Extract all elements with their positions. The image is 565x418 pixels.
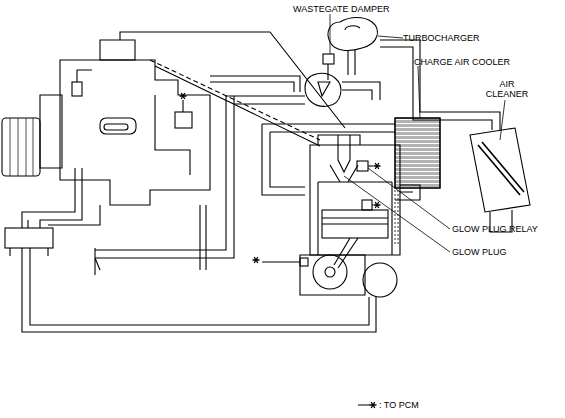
air-cleaner: [470, 128, 530, 232]
part-label: AIR CLEANER: [482, 79, 532, 99]
part-label: GLOW PLUG: [452, 247, 507, 257]
glow-plug-relay-box: [357, 161, 368, 171]
charge-air-cooler: [395, 118, 440, 188]
part-label: TURBOCHARGER: [403, 33, 480, 43]
legend-sample: [358, 402, 377, 408]
part-label: CHARGE AIR COOLER: [414, 57, 510, 67]
turbocharger: [305, 18, 380, 107]
wastegate-damper: [323, 54, 334, 64]
engine: [253, 135, 401, 297]
part-label: GLOW PLUG RELAY: [452, 224, 538, 234]
part-label: WASTEGATE DAMPER: [293, 4, 390, 14]
injection-pump: [2, 40, 210, 205]
connector: [5, 220, 53, 256]
pipes: [22, 32, 500, 332]
leader-lines: [330, 14, 505, 252]
legend-text: : TO PCM: [379, 400, 419, 410]
